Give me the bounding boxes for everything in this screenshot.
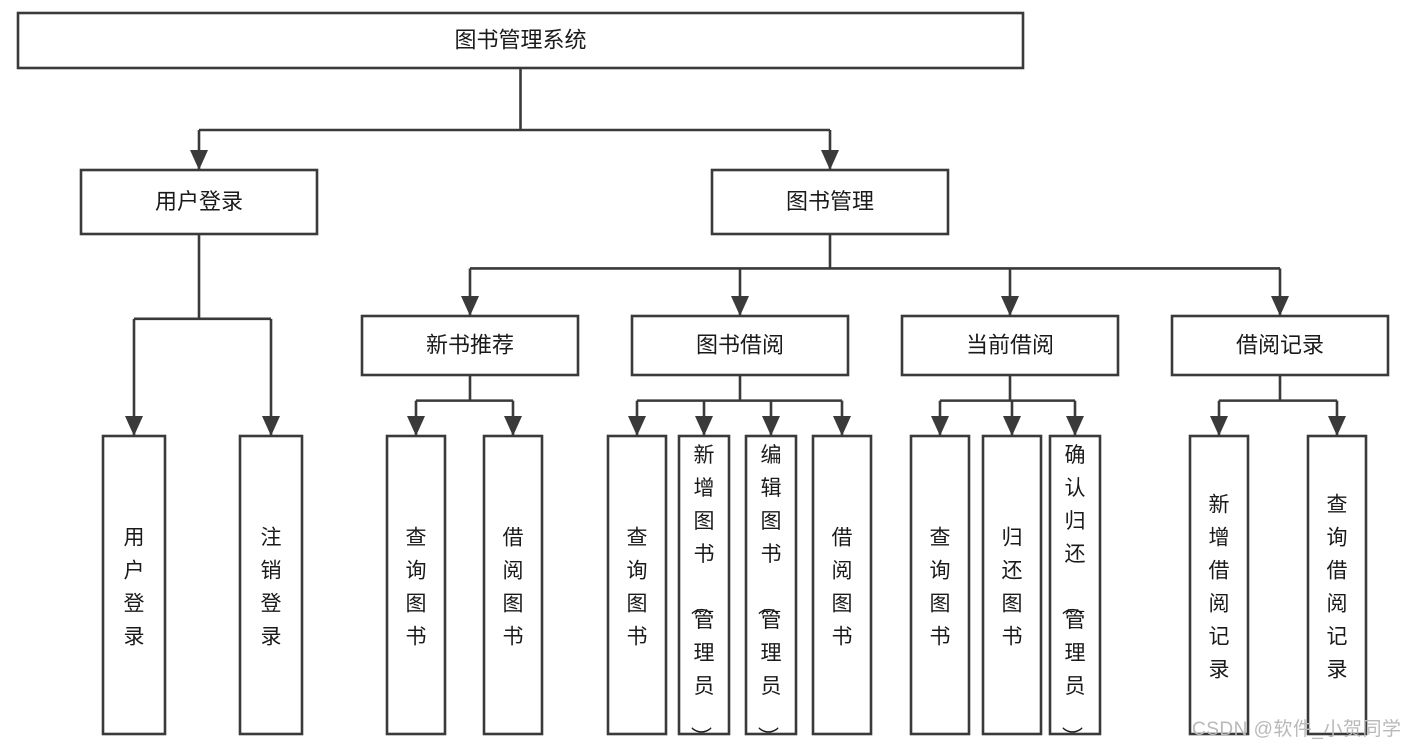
node-label-leaf-add-borrow-record: 新增借阅记录: [1209, 494, 1230, 682]
node-label-leaf-query-borrow-record: 查询借阅记录: [1327, 494, 1348, 682]
node-root[interactable]: 图书管理系统: [16, 11, 1025, 70]
node-label-leaf-logout-login: 注销登录: [261, 527, 282, 649]
arrow-head-icon: [1066, 416, 1084, 436]
node-box-leaf-return-book: [981, 434, 1043, 736]
node-label-new-book-recommend: 新书推荐: [426, 332, 514, 357]
node-label-leaf-add-book-admin: 新增图书（管理员）: [689, 444, 715, 747]
node-book-manage[interactable]: 图书管理: [710, 168, 950, 236]
edge-group-root: [190, 68, 839, 170]
node-leaf-logout-login[interactable]: 注销登录: [238, 434, 304, 736]
node-label-book-manage: 图书管理: [786, 189, 874, 214]
arrow-head-icon: [731, 296, 749, 316]
node-leaf-query-book-3[interactable]: 查询图书: [909, 434, 971, 736]
node-label-leaf-user-login: 用户登录: [124, 527, 145, 649]
arrow-head-icon: [1210, 416, 1228, 436]
node-leaf-user-login[interactable]: 用户登录: [101, 434, 167, 736]
node-label-leaf-return-book: 归还图书: [1002, 527, 1023, 649]
arrow-head-icon: [1003, 416, 1021, 436]
edge-group-borrow-record: [1210, 375, 1346, 436]
node-label-leaf-borrow-book-2: 借阅图书: [832, 527, 853, 649]
node-new-book-recommend[interactable]: 新书推荐: [360, 314, 580, 377]
node-label-user-login: 用户登录: [155, 189, 243, 214]
node-box-book-manage: [710, 168, 950, 236]
connector-layer: [125, 68, 1346, 436]
node-box-leaf-confirm-return-admin: [1048, 434, 1102, 736]
node-leaf-add-borrow-record[interactable]: 新增借阅记录: [1188, 434, 1250, 736]
node-box-leaf-user-login: [101, 434, 167, 736]
edge-group-book-borrow: [628, 375, 851, 436]
node-label-leaf-borrow-book-1: 借阅图书: [503, 527, 524, 649]
edge-group-book-manage: [461, 234, 1289, 316]
node-label-leaf-confirm-return-admin: 确认归还（管理员）: [1060, 444, 1086, 747]
arrow-head-icon: [1328, 416, 1346, 436]
node-box-leaf-query-borrow-record: [1306, 434, 1368, 736]
arrow-head-icon: [504, 416, 522, 436]
node-box-leaf-query-book-3: [909, 434, 971, 736]
node-leaf-query-book-2[interactable]: 查询图书: [606, 434, 668, 736]
node-box-leaf-logout-login: [238, 434, 304, 736]
arrow-head-icon: [628, 416, 646, 436]
edge-group-current-borrow: [931, 375, 1084, 436]
node-label-root: 图书管理系统: [454, 27, 586, 52]
arrow-head-icon: [262, 416, 280, 436]
node-borrow-record[interactable]: 借阅记录: [1170, 314, 1390, 377]
edge-group-new-book-recommend: [407, 375, 522, 436]
node-leaf-add-book-admin[interactable]: 新增图书（管理员）: [677, 434, 731, 747]
node-leaf-return-book[interactable]: 归还图书: [981, 434, 1043, 736]
node-leaf-confirm-return-admin[interactable]: 确认归还（管理员）: [1048, 434, 1102, 747]
node-leaf-borrow-book-1[interactable]: 借阅图书: [482, 434, 544, 736]
node-label-borrow-record: 借阅记录: [1236, 332, 1324, 357]
arrow-head-icon: [762, 416, 780, 436]
edge-group-user-login: [125, 234, 280, 436]
node-leaf-query-book-1[interactable]: 查询图书: [385, 434, 447, 736]
node-box-leaf-add-borrow-record: [1188, 434, 1250, 736]
node-box-current-borrow: [900, 314, 1120, 377]
node-book-borrow[interactable]: 图书借阅: [630, 314, 850, 377]
node-label-leaf-query-book-1: 查询图书: [406, 527, 427, 649]
node-box-new-book-recommend: [360, 314, 580, 377]
node-box-leaf-query-book-2: [606, 434, 668, 736]
arrow-head-icon: [190, 150, 208, 170]
node-box-leaf-add-book-admin: [677, 434, 731, 736]
arrow-head-icon: [1001, 296, 1019, 316]
node-box-borrow-record: [1170, 314, 1390, 377]
arrow-head-icon: [821, 150, 839, 170]
arrow-head-icon: [931, 416, 949, 436]
node-box-leaf-borrow-book-2: [811, 434, 873, 736]
node-layer: 图书管理系统用户登录图书管理新书推荐图书借阅当前借阅借阅记录用户登录注销登录查询…: [16, 11, 1390, 747]
arrow-head-icon: [695, 416, 713, 436]
node-leaf-edit-book-admin[interactable]: 编辑图书（管理员）: [744, 434, 798, 747]
node-label-leaf-query-book-2: 查询图书: [627, 527, 648, 649]
arrow-head-icon: [833, 416, 851, 436]
node-label-leaf-edit-book-admin: 编辑图书（管理员）: [756, 444, 782, 747]
node-box-book-borrow: [630, 314, 850, 377]
node-user-login[interactable]: 用户登录: [79, 168, 319, 236]
node-current-borrow[interactable]: 当前借阅: [900, 314, 1120, 377]
arrow-head-icon: [1271, 296, 1289, 316]
node-box-leaf-borrow-book-1: [482, 434, 544, 736]
node-box-root: [16, 11, 1025, 70]
node-box-leaf-query-book-1: [385, 434, 447, 736]
node-label-current-borrow: 当前借阅: [966, 332, 1054, 357]
node-box-user-login: [79, 168, 319, 236]
node-leaf-borrow-book-2[interactable]: 借阅图书: [811, 434, 873, 736]
arrow-head-icon: [461, 296, 479, 316]
arrow-head-icon: [125, 416, 143, 436]
node-leaf-query-borrow-record[interactable]: 查询借阅记录: [1306, 434, 1368, 736]
node-box-leaf-edit-book-admin: [744, 434, 798, 736]
node-label-book-borrow: 图书借阅: [696, 332, 784, 357]
node-label-leaf-query-book-3: 查询图书: [930, 527, 951, 649]
arrow-head-icon: [407, 416, 425, 436]
